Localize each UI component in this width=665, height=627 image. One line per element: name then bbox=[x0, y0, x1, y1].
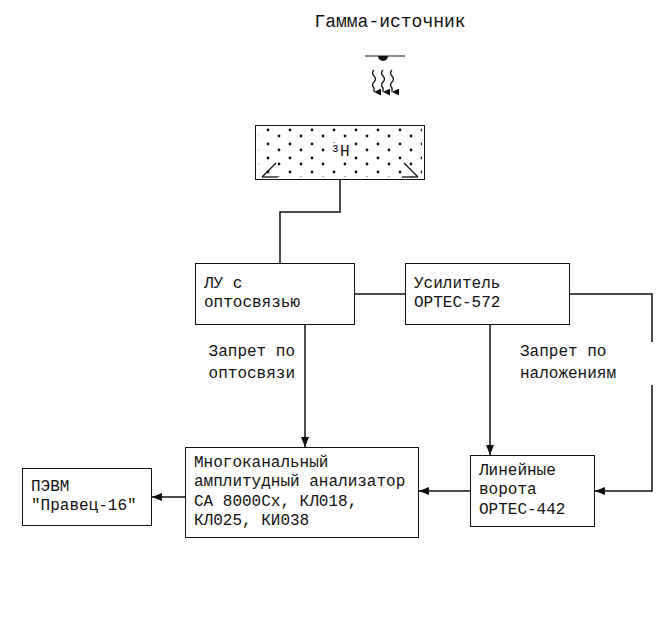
connector bbox=[280, 180, 340, 263]
node-text: Усилитель ОРТЕС-572 bbox=[414, 275, 561, 313]
gamma-rays bbox=[373, 70, 394, 92]
process-box: Усилитель ОРТЕС-572 bbox=[405, 263, 570, 325]
node-text: Линейные ворота ОРТЕС-442 bbox=[479, 462, 586, 520]
process-box: ПЭВМ "Правец-16" bbox=[22, 468, 152, 526]
node-text: ПЭВМ "Правец-16" bbox=[31, 478, 143, 516]
process-box: ЛУ с оптосвязью bbox=[195, 263, 355, 325]
connector bbox=[489, 325, 491, 455]
connector bbox=[419, 490, 470, 492]
connector bbox=[304, 325, 306, 447]
node-text: ЛУ с оптосвязью bbox=[204, 275, 316, 313]
process-box: Линейные ворота ОРТЕС-442 bbox=[470, 455, 595, 527]
scintillator-fill bbox=[258, 128, 422, 177]
caption-label: Гамма-источник bbox=[300, 10, 480, 34]
node-text: ³H bbox=[326, 143, 353, 162]
connector bbox=[570, 294, 652, 491]
edge-label: Запрет по наложениям bbox=[520, 342, 660, 385]
node-text: Многоканальный амплитудный анализатор СА… bbox=[194, 454, 410, 531]
connector bbox=[152, 496, 185, 498]
edge-label: Запрет по оптосвязи bbox=[140, 342, 295, 385]
process-box: Многоканальный амплитудный анализатор СА… bbox=[185, 447, 419, 538]
scintillator-box: ³H bbox=[255, 125, 425, 180]
connector bbox=[355, 293, 405, 295]
gamma-source-symbol bbox=[365, 56, 405, 61]
